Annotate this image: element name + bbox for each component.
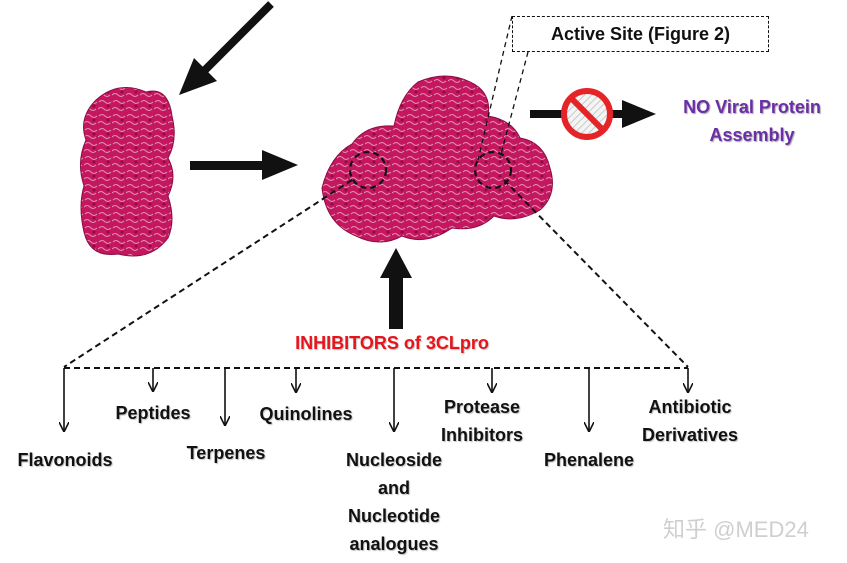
binding-site-left [348, 150, 388, 190]
callout-line-a [477, 15, 513, 161]
class-quinolines-line-1: Quinolines [259, 404, 353, 424]
class-flavonoids: Flavonoids [17, 446, 112, 474]
protein-monomer-icon [80, 87, 175, 257]
blocked-outcome-label: NO Viral Protein Assembly [683, 93, 821, 149]
class-nucleoside-line-2: and [377, 478, 410, 498]
watermark: 知乎 @MED24 [663, 517, 809, 542]
class-quinolines: Quinolines [259, 400, 352, 428]
branch-arrows [64, 368, 688, 431]
class-protease-line-2: Inhibitors [441, 425, 523, 445]
blocked-arrow [530, 100, 656, 128]
active-site-text: Active Site (Figure 2) [550, 23, 731, 44]
class-protease-inhibitors: Protease Inhibitors [441, 393, 523, 449]
dashed-spread-right [503, 179, 689, 368]
class-terpenes-line-1: Terpenes [186, 443, 266, 463]
class-antibiotic-derivatives: Antibiotic Derivatives [642, 393, 738, 449]
incoming-arrow [179, 1, 274, 95]
class-terpenes: Terpenes [187, 439, 266, 467]
blocked-outcome-line-1: NO Viral Protein [683, 97, 821, 117]
callout-line-b [499, 51, 529, 159]
class-protease-line-1: Protease [443, 397, 521, 417]
inhibition-arrow [380, 248, 412, 329]
class-nucleoside-line-1: Nucleoside [345, 450, 443, 470]
class-antibiotic-line-1: Antibiotic [648, 397, 732, 417]
class-nucleoside-line-4: analogues [349, 534, 439, 554]
class-nucleoside-analogues: Nucleoside and Nucleotide analogues [346, 446, 442, 558]
dashed-spread-left [63, 179, 353, 368]
class-antibiotic-line-2: Derivatives [641, 425, 739, 445]
class-peptides-line-1: Peptides [115, 403, 191, 423]
class-phenalene-line-1: Phenalene [543, 450, 635, 470]
class-peptides: Peptides [115, 399, 190, 427]
active-site-label: Active Site (Figure 2) [512, 16, 769, 52]
transition-arrow [190, 150, 298, 180]
class-nucleoside-line-3: Nucleotide [347, 506, 440, 526]
inhibitors-title: INHIBITORS of 3CLpro [295, 333, 489, 353]
class-phenalene: Phenalene [544, 446, 634, 474]
protein-dimer-icon [321, 75, 553, 243]
binding-site-right [473, 150, 513, 190]
class-flavonoids-line-1: Flavonoids [17, 450, 113, 470]
prohibited-icon [561, 88, 613, 140]
blocked-outcome-line-2: Assembly [709, 125, 795, 145]
